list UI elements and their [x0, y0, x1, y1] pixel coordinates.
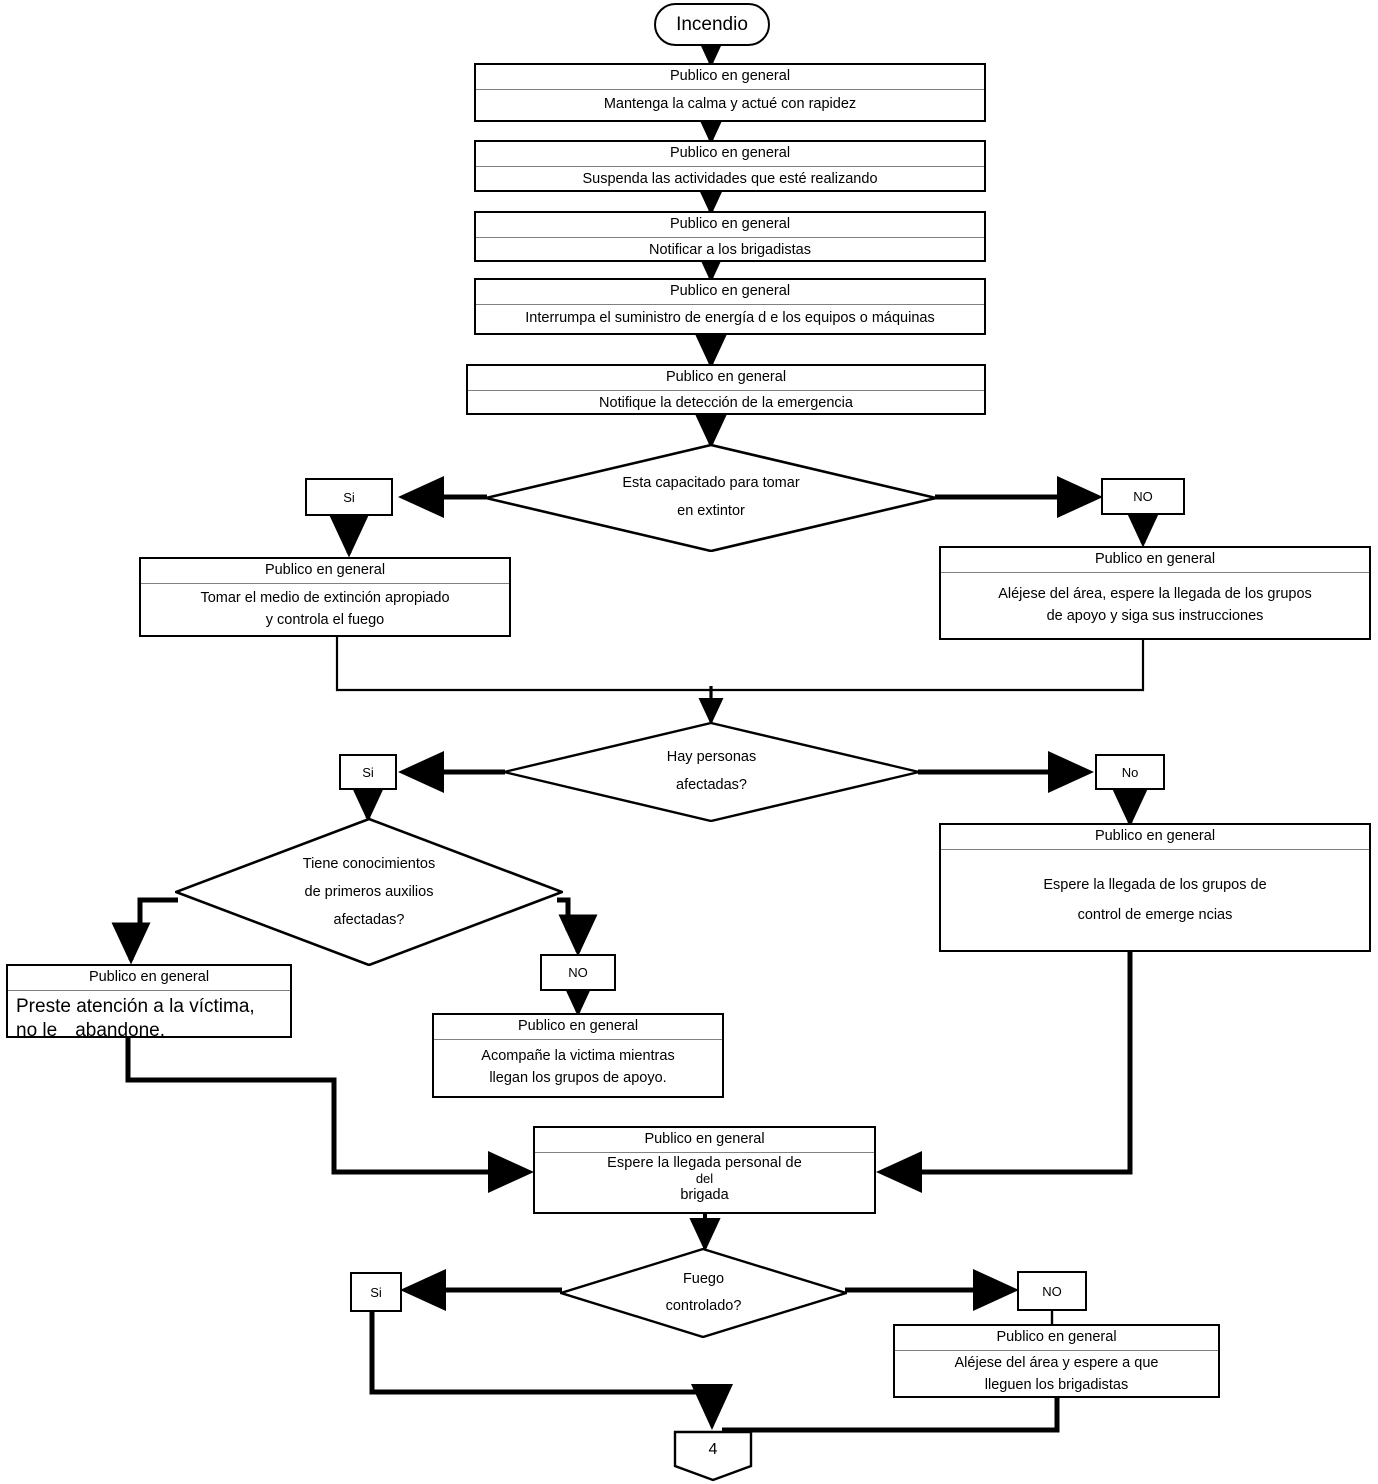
decision-1-no-text: NO: [1133, 489, 1153, 504]
offpage-connector-4[interactable]: 4: [673, 1430, 753, 1482]
decision-personas-afectadas[interactable]: Hay personas afectadas?: [503, 722, 920, 822]
process-espere-grupos-control-role: Publico en general: [941, 825, 1369, 851]
process-acompane-victima-line-1: Acompañe la victima mientras: [481, 1048, 675, 1065]
process-acompane-victima-role: Publico en general: [434, 1015, 722, 1041]
process-preste-atencion-victima[interactable]: Publico en general Preste atención a la …: [6, 964, 292, 1041]
decision-4-line-2: controlado?: [665, 1298, 742, 1314]
process-alejese-espere-brigadistas[interactable]: Publico en general Aléjese del área y es…: [893, 1324, 1220, 1398]
process-step-2[interactable]: Publico en general Suspenda las activida…: [474, 140, 986, 192]
decision-4-yes-text: Si: [370, 1284, 382, 1300]
process-preste-atencion-victima-line-2b: abandone.: [75, 1019, 166, 1041]
process-preste-atencion-victima-line-1: Preste atención a la víctima,: [16, 996, 255, 1018]
decision-3-no-label[interactable]: NO: [540, 954, 616, 991]
process-acompane-victima-line-2: llegan los grupos de apoyo.: [489, 1070, 667, 1086]
decision-4-line-1: Fuego: [682, 1271, 725, 1288]
process-tomar-extincion-line-1: Tomar el medio de extinción apropiado: [200, 589, 450, 606]
process-step-4-text: Interrumpa el suministro de energía d e …: [525, 310, 935, 327]
process-alejese-area-apoyo-line-2: de apoyo y siga sus instrucciones: [1046, 607, 1264, 624]
decision-2-yes-label[interactable]: Si: [339, 754, 397, 790]
process-espere-grupos-control-line-2: control de emerge ncias: [1077, 907, 1233, 923]
process-acompane-victima[interactable]: Publico en general Acompañe la victima m…: [432, 1013, 724, 1098]
process-step-3[interactable]: Publico en general Notificar a los briga…: [474, 211, 986, 262]
process-step-1-text: Mantenga la calma y actué con rapidez: [603, 96, 857, 113]
process-alejese-espere-brigadistas-line-2: lleguen los brigadistas: [984, 1376, 1129, 1393]
offpage-connector-4-label: 4: [708, 1440, 718, 1458]
process-espere-llegada-brigada[interactable]: Publico en general Espere la llegada per…: [533, 1126, 876, 1214]
decision-1-yes-label[interactable]: Si: [305, 478, 393, 516]
process-alejese-area-apoyo-line-1: Aléjese del área, espere la llegada de l…: [998, 585, 1312, 602]
start-terminal-label: Incendio: [676, 13, 748, 35]
process-espere-llegada-brigada-role: Publico en general: [535, 1128, 874, 1154]
decision-1-line-1: Esta capacitado para tomar: [622, 475, 800, 492]
decision-2-line-2: afectadas?: [676, 777, 747, 793]
process-espere-llegada-brigada-line-3: brigada: [680, 1186, 729, 1203]
process-alejese-area-apoyo-role: Publico en general: [941, 548, 1369, 574]
process-espere-grupos-control-line-1: Espere la llegada de los grupos de: [1043, 876, 1267, 893]
process-step-1-role: Publico en general: [476, 65, 984, 91]
process-step-3-role: Publico en general: [476, 213, 984, 239]
decision-3-line-3: afectadas?: [333, 912, 405, 929]
process-step-2-role: Publico en general: [476, 142, 984, 168]
decision-capacitado-extintor[interactable]: Esta capacitado para tomar en extintor: [485, 444, 937, 552]
start-terminal[interactable]: Incendio: [654, 3, 770, 46]
process-step-5[interactable]: Publico en general Notifique la detecció…: [466, 364, 986, 415]
process-step-3-text: Notificar a los brigadistas: [649, 242, 811, 259]
decision-fuego-controlado[interactable]: Fuego controlado?: [560, 1248, 847, 1338]
decision-primeros-auxilios[interactable]: Tiene conocimientos de primeros auxilios…: [175, 818, 563, 966]
process-espere-grupos-control[interactable]: Publico en general Espere la llegada de …: [939, 823, 1371, 952]
decision-4-yes-label[interactable]: Si: [350, 1272, 402, 1312]
process-espere-llegada-brigada-line-1: Espere la llegada personal de: [607, 1155, 802, 1172]
process-tomar-extincion-role: Publico en general: [141, 559, 509, 585]
process-espere-llegada-brigada-line-2: del: [695, 1170, 714, 1186]
process-alejese-espere-brigadistas-line-1: Aléjese del área y espere a que: [954, 1355, 1159, 1372]
process-step-4[interactable]: Publico en general Interrumpa el suminis…: [474, 278, 986, 335]
decision-4-no-text: NO: [1042, 1283, 1062, 1299]
decision-2-yes-text: Si: [362, 764, 374, 780]
decision-3-no-text: NO: [568, 965, 588, 980]
decision-1-yes-text: Si: [343, 489, 355, 505]
process-tomar-extincion[interactable]: Publico en general Tomar el medio de ext…: [139, 557, 511, 637]
process-step-4-role: Publico en general: [476, 280, 984, 306]
process-preste-atencion-victima-line-2a: no le: [16, 1019, 58, 1041]
process-preste-atencion-victima-role: Publico en general: [8, 966, 290, 992]
decision-1-line-2: en extintor: [677, 503, 745, 519]
process-step-5-text: Notifique la detección de la emergencia: [599, 395, 853, 412]
decision-3-line-2: de primeros auxilios: [304, 883, 434, 900]
decision-4-no-label[interactable]: NO: [1017, 1271, 1087, 1311]
decision-2-line-1: Hay personas: [666, 749, 757, 766]
decision-3-line-1: Tiene conocimientos: [302, 855, 436, 872]
process-step-1[interactable]: Publico en general Mantenga la calma y a…: [474, 63, 986, 122]
decision-2-no-text: No: [1121, 764, 1139, 780]
decision-1-no-label[interactable]: NO: [1101, 478, 1185, 515]
process-alejese-espere-brigadistas-role: Publico en general: [895, 1326, 1218, 1352]
decision-2-no-label[interactable]: No: [1095, 754, 1165, 790]
process-alejese-area-apoyo[interactable]: Publico en general Aléjese del área, esp…: [939, 546, 1371, 640]
process-step-2-text: Suspenda las actividades que esté realiz…: [582, 171, 878, 188]
process-tomar-extincion-line-2: y controla el fuego: [265, 611, 385, 628]
process-step-5-role: Publico en general: [468, 366, 984, 392]
